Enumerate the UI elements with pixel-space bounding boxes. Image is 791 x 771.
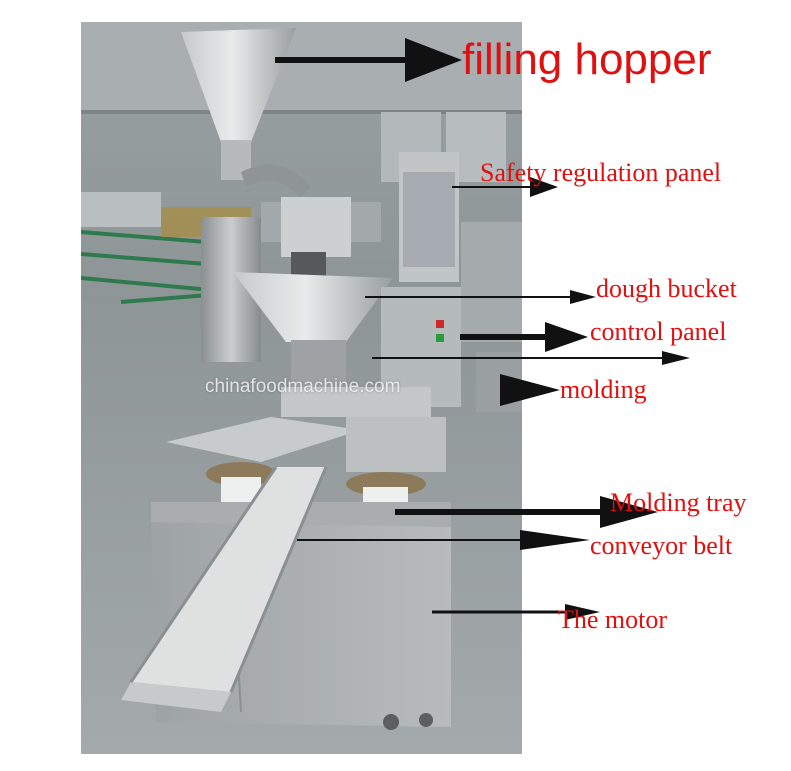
label-molding-tray: Molding tray bbox=[610, 488, 747, 517]
label-control-panel: control panel bbox=[590, 317, 727, 346]
label-safety-regulation-panel: Safety regulation panel bbox=[480, 158, 722, 187]
label-molding: molding bbox=[560, 375, 647, 404]
label-dough-bucket: dough bucket bbox=[596, 274, 737, 303]
watermark-text: chinafoodmachine.com bbox=[205, 376, 401, 397]
label-filling-hopper: filling hopper bbox=[462, 35, 712, 84]
label-motor: The motor bbox=[558, 605, 668, 634]
label-conveyor-belt: conveyor belt bbox=[590, 531, 733, 560]
